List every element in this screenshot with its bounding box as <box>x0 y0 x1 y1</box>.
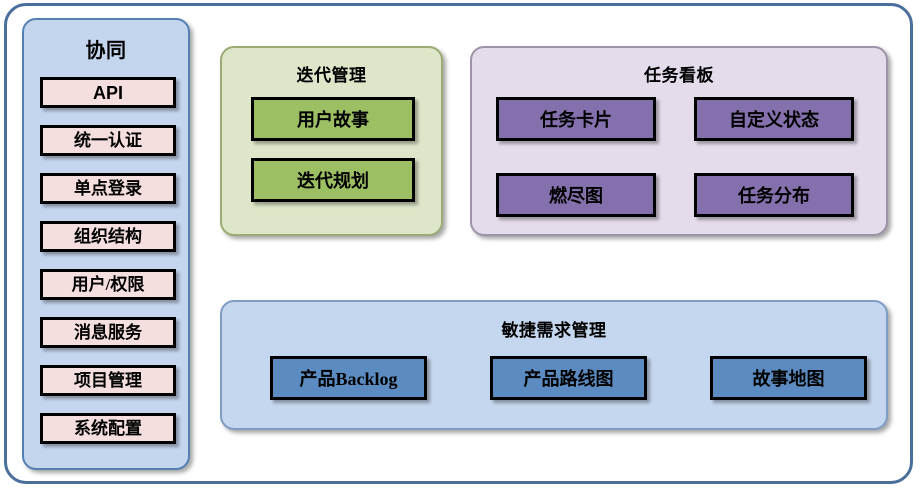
taskboard-item-custom-status[interactable]: 自定义状态 <box>694 97 854 141</box>
taskboard-item-task-distribution[interactable]: 任务分布 <box>694 173 854 217</box>
panel-collaboration[interactable]: 协同 API 统一认证 单点登录 组织结构 用户/权限 消息服务 项目管理 系统… <box>22 18 190 470</box>
iteration-item-iteration-planning[interactable]: 迭代规划 <box>251 158 415 202</box>
panel-agile-requirements[interactable]: 敏捷需求管理 产品Backlog 产品路线图 故事地图 <box>220 300 888 430</box>
agile-item-product-backlog[interactable]: 产品Backlog <box>270 356 427 400</box>
taskboard-item-task-card[interactable]: 任务卡片 <box>496 97 656 141</box>
agile-item-product-roadmap[interactable]: 产品路线图 <box>490 356 647 400</box>
sidebar-item-project-management[interactable]: 项目管理 <box>40 365 176 396</box>
panel-task-board[interactable]: 任务看板 任务卡片 自定义状态 燃尽图 任务分布 <box>470 46 888 236</box>
panel-iteration-management-title: 迭代管理 <box>296 66 367 85</box>
sidebar-item-api[interactable]: API <box>40 77 176 108</box>
panel-collaboration-title: 协同 <box>85 40 127 62</box>
panel-task-board-title: 任务看板 <box>644 66 714 85</box>
sidebar-item-unified-auth[interactable]: 统一认证 <box>40 125 176 156</box>
taskboard-item-burndown-chart[interactable]: 燃尽图 <box>496 173 656 217</box>
sidebar-item-sso[interactable]: 单点登录 <box>40 173 176 204</box>
sidebar-item-org-structure[interactable]: 组织结构 <box>40 221 176 252</box>
agile-item-story-map[interactable]: 故事地图 <box>710 356 867 400</box>
sidebar-item-user-permission[interactable]: 用户/权限 <box>40 269 176 300</box>
panel-iteration-management[interactable]: 迭代管理 用户故事 迭代规划 <box>220 46 443 236</box>
sidebar-item-message-service[interactable]: 消息服务 <box>40 317 176 348</box>
iteration-item-user-story[interactable]: 用户故事 <box>251 97 415 141</box>
panel-agile-requirements-title: 敏捷需求管理 <box>501 321 607 340</box>
sidebar-item-system-config[interactable]: 系统配置 <box>40 413 176 444</box>
